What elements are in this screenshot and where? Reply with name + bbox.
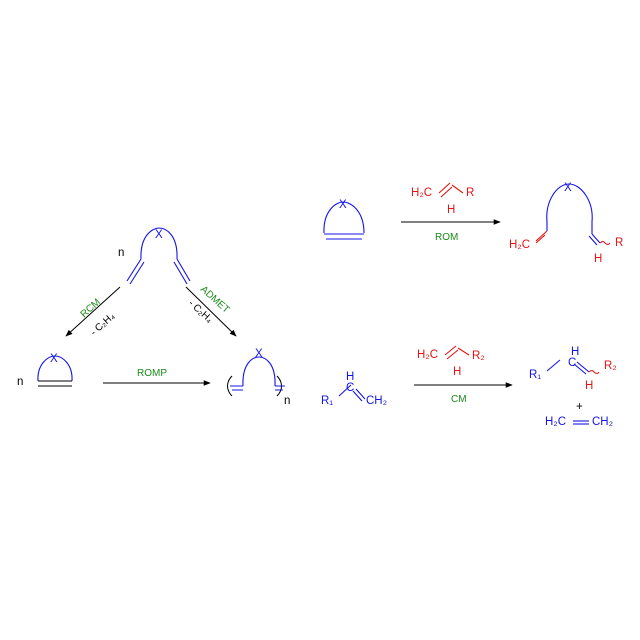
cm-alkene-reagent: H₂C H R₂: [417, 345, 485, 378]
cm-label: CM: [451, 394, 467, 405]
cm-r1-double-bond: [352, 388, 366, 402]
rom-ring-x-label: X: [339, 199, 347, 211]
polymer-product: X n: [227, 348, 290, 407]
cm-r1-c: C: [346, 382, 354, 394]
cyclic-n-label: n: [17, 376, 23, 388]
rom-reagent-h2c: H₂C: [411, 187, 432, 199]
rom-reagent-c-r-bond: [451, 184, 464, 194]
diene-right-vinyl: [173, 258, 191, 285]
rcm-byproduct: - C₂H₄: [89, 311, 118, 338]
cm-product-h-top: H: [571, 346, 579, 358]
cyclic-double-bond: [38, 380, 72, 387]
rom-product-h: H: [594, 253, 602, 265]
polymer-right-vinylene: [275, 385, 285, 391]
rom-product-h2c: H₂C: [509, 239, 530, 251]
cm-product-h-bottom: H: [585, 380, 593, 392]
diene-x-label: X: [155, 229, 163, 241]
polymer-left-bracket: [227, 375, 233, 397]
cm-reagent-h: H: [453, 366, 461, 378]
cyclic-olefin-left: n X: [17, 353, 73, 388]
rcm-arrow: [65, 286, 121, 337]
rcm-label: RCM: [79, 297, 103, 320]
cm-product-c: C: [568, 357, 576, 369]
rom-step: ROM: [401, 219, 501, 243]
cm-r1-label: R₁: [321, 395, 333, 407]
cm-product-r1-bond: [546, 359, 561, 372]
cm-product-wavy-bond: [588, 369, 600, 375]
ethylene-ch2: CH₂: [592, 416, 613, 428]
cm-reagent-double-bond: [444, 345, 459, 360]
cm-product-double-bond: [573, 361, 590, 375]
diene-reactant: n X: [118, 227, 191, 285]
polymer-n-label: n: [284, 395, 290, 407]
admet-step: ADMET - C₂H₄: [185, 284, 237, 337]
romp-label: ROMP: [137, 368, 167, 379]
rom-product-ring-arc: [546, 183, 593, 223]
cyclic-ring-arc: [37, 355, 73, 382]
rom-ring-double-bond: [324, 233, 364, 240]
diene-n-label: n: [118, 247, 124, 259]
polymer-left-vinylene: [230, 385, 243, 391]
cm-r1-bond: [338, 384, 352, 397]
admet-arrow: [185, 286, 237, 337]
rom-product-x-label: X: [564, 182, 572, 194]
rom-ring-arc: [323, 201, 365, 234]
cm-alkene-r1: R₁ H C CH₂: [321, 371, 387, 407]
rom-product-wavy-bond: [599, 240, 611, 246]
rom-reagent-r: R: [466, 187, 474, 199]
cm-product-alkene: R₁ H C H R₂: [529, 346, 617, 392]
rom-product: X H₂C H R: [509, 182, 623, 265]
rcm-step: RCM - C₂H₄: [65, 286, 121, 338]
ethylene-byproduct: H₂C CH₂: [545, 416, 613, 428]
rom-product-right-vinylene: [588, 233, 601, 246]
rom-cyclic-reactant: X: [323, 199, 365, 240]
diene-ring-arc: [140, 227, 178, 260]
cm-product-r2: R₂: [604, 360, 617, 372]
rom-label: ROM: [435, 232, 458, 243]
ethylene-h2c: H₂C: [545, 416, 566, 428]
romp-step: ROMP: [103, 368, 211, 386]
rom-product-left-vinyl: [535, 230, 548, 244]
cm-product-r1: R₁: [529, 369, 541, 381]
cm-r1-h: H: [346, 371, 354, 383]
cm-step: CM: [414, 382, 513, 405]
cm-r1-ch2: CH₂: [366, 395, 387, 407]
cm-reagent-r2: R₂: [472, 350, 485, 362]
rom-product-r: R: [615, 237, 623, 249]
cm-reagent-h2c: H₂C: [417, 349, 438, 361]
cm-reagent-c-r-bond: [457, 347, 470, 356]
polymer-x-label: X: [255, 348, 263, 360]
rom-reagent-h: H: [447, 204, 455, 216]
polymer-ring-arc: [242, 356, 276, 387]
rom-reagent-double-bond: [438, 182, 453, 198]
rom-alkene-reagent: H₂C H R: [411, 182, 474, 216]
cm-plus-sign: +: [576, 401, 583, 413]
cyclic-x-label: X: [50, 353, 58, 365]
diene-left-vinyl: [126, 258, 145, 285]
